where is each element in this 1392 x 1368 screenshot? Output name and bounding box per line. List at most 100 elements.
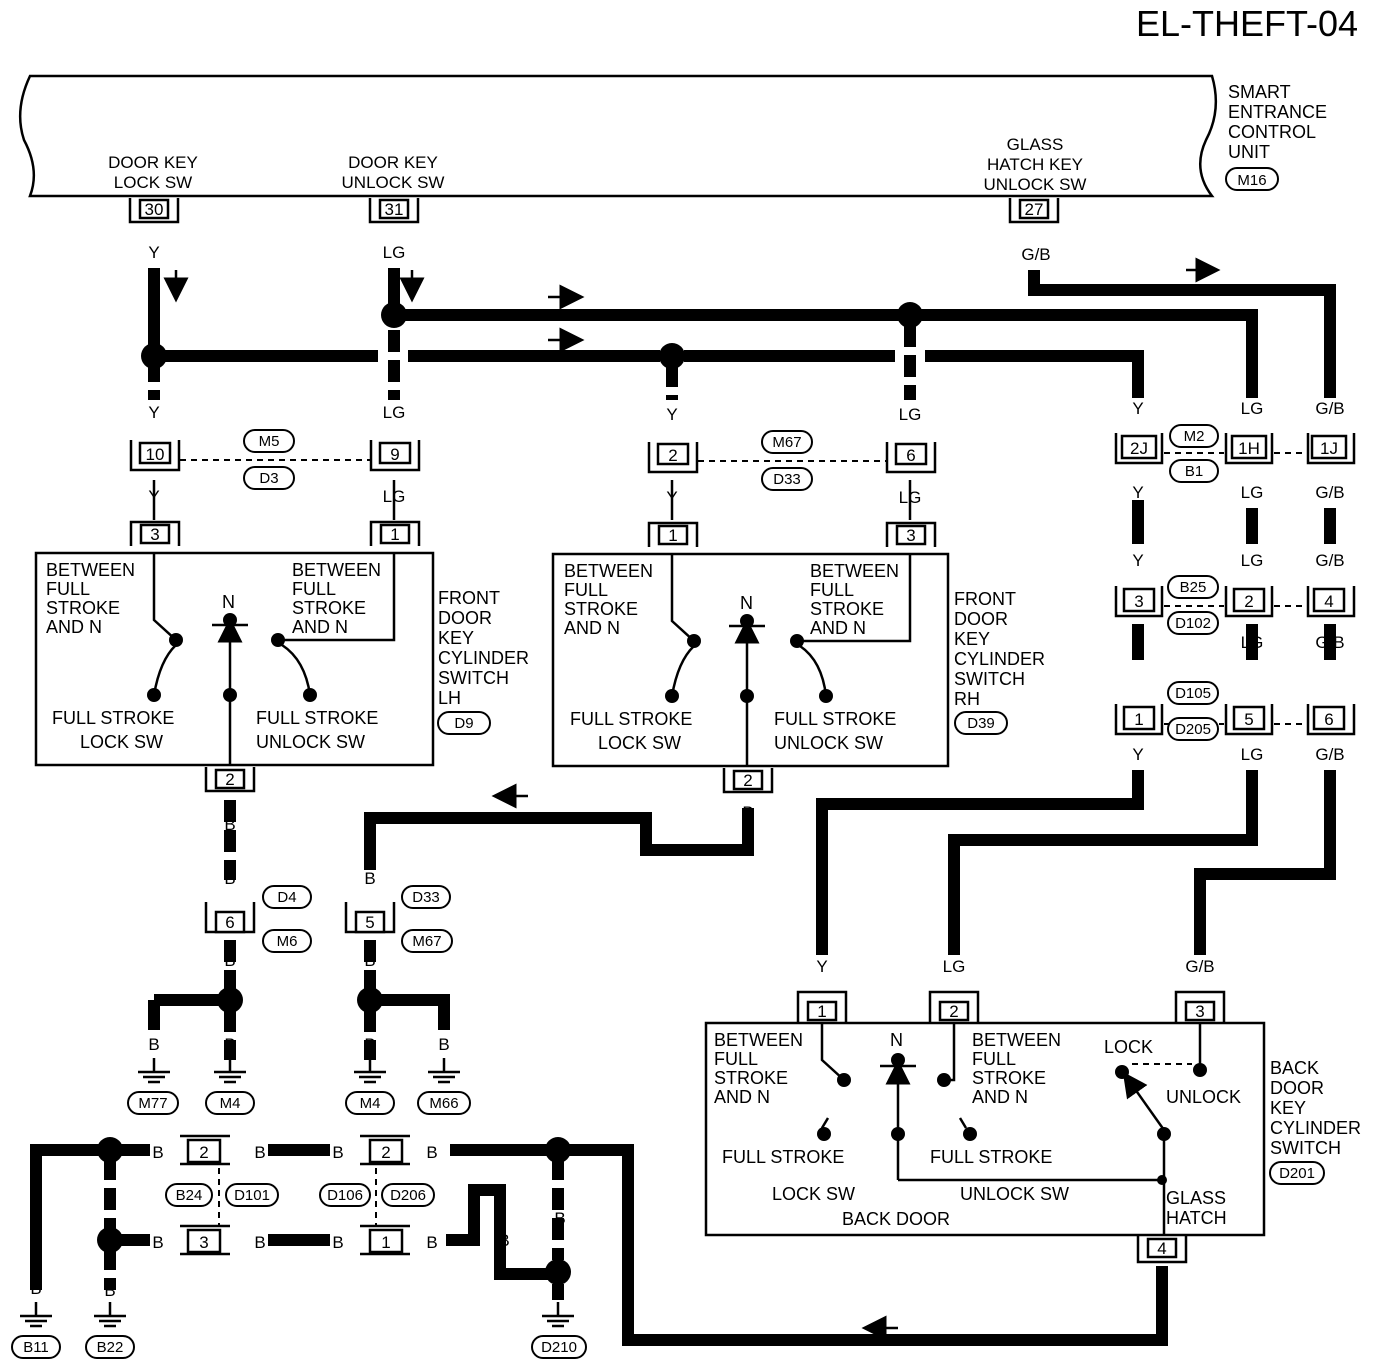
svg-text:G/B: G/B <box>1185 957 1214 976</box>
svg-text:BETWEEN: BETWEEN <box>810 561 899 581</box>
connector-m5-d3: Y LG 10 9 M5 D3 Y LG <box>129 403 421 506</box>
svg-text:D201: D201 <box>1279 1165 1315 1182</box>
svg-text:B: B <box>254 1143 265 1162</box>
svg-text:1: 1 <box>668 526 677 545</box>
svg-text:BETWEEN: BETWEEN <box>292 560 381 580</box>
svg-text:B: B <box>364 869 375 888</box>
svg-text:UNLOCK SW: UNLOCK SW <box>984 175 1087 194</box>
svg-text:2J: 2J <box>1130 439 1148 458</box>
svg-text:B24: B24 <box>176 1187 203 1204</box>
unit-pin-31: 31 <box>368 198 420 224</box>
svg-text:D9: D9 <box>454 715 473 732</box>
svg-text:3: 3 <box>1195 1002 1204 1021</box>
connector-d4-m6: B B 6 D4 M6 B B B <box>148 815 312 1054</box>
svg-text:3: 3 <box>199 1233 208 1252</box>
ground-symbol <box>20 1302 52 1328</box>
svg-text:LOCK: LOCK <box>1104 1037 1153 1057</box>
connector-d106-d206: B B 2 D106 D206 B B 1 <box>319 1134 438 1256</box>
svg-text:LG: LG <box>1241 399 1264 418</box>
svg-text:HATCH KEY: HATCH KEY <box>987 155 1083 174</box>
page-title: EL-THEFT-04 <box>1136 3 1358 44</box>
svg-text:FULL STROKE: FULL STROKE <box>52 708 174 728</box>
wire-label-y: Y <box>148 243 159 262</box>
svg-text:10: 10 <box>146 445 165 464</box>
svg-text:DOOR KEY: DOOR KEY <box>108 153 198 172</box>
svg-text:FULL: FULL <box>810 580 854 600</box>
connector-b25-d102: Y LG G/B 3 2 4 B25 D102 Y LG G/B <box>1114 551 1356 652</box>
svg-text:Y: Y <box>666 405 677 424</box>
svg-text:D205: D205 <box>1175 721 1211 738</box>
svg-text:AND N: AND N <box>46 617 102 637</box>
svg-text:CYLINDER: CYLINDER <box>438 648 529 668</box>
svg-text:AND N: AND N <box>564 618 620 638</box>
svg-text:DOOR: DOOR <box>954 609 1008 629</box>
svg-text:LG: LG <box>1241 745 1264 764</box>
svg-text:2: 2 <box>1244 592 1253 611</box>
svg-text:5: 5 <box>365 913 374 932</box>
rh-switch-name: FRONT DOOR KEY CYLINDER SWITCH RH D39 <box>954 589 1045 735</box>
svg-text:D33: D33 <box>412 889 440 906</box>
svg-text:3: 3 <box>1134 592 1143 611</box>
svg-text:9: 9 <box>390 445 399 464</box>
ground-symbol <box>138 1058 170 1084</box>
svg-text:DOOR KEY: DOOR KEY <box>348 153 438 172</box>
svg-text:CONTROL: CONTROL <box>1228 122 1316 142</box>
svg-text:LG: LG <box>899 488 922 507</box>
svg-text:G/B: G/B <box>1315 483 1344 502</box>
ground-symbol <box>542 1302 574 1328</box>
svg-text:B: B <box>30 1279 41 1298</box>
svg-text:B: B <box>224 869 235 888</box>
svg-text:1: 1 <box>390 525 399 544</box>
svg-text:LG: LG <box>383 403 406 422</box>
svg-text:N: N <box>740 593 753 613</box>
svg-text:GLASS: GLASS <box>1007 135 1064 154</box>
svg-text:FULL: FULL <box>714 1049 758 1069</box>
rh-switch: 1 3 BETWEEN FULL STROKE AND N BETWEEN FU… <box>551 521 950 822</box>
svg-text:CYLINDER: CYLINDER <box>954 649 1045 669</box>
svg-text:D210: D210 <box>541 1339 577 1356</box>
svg-text:UNLOCK SW: UNLOCK SW <box>960 1184 1069 1204</box>
ground-symbol <box>214 1058 246 1084</box>
svg-text:G/B: G/B <box>1315 551 1344 570</box>
svg-text:2: 2 <box>225 770 234 789</box>
svg-text:B25: B25 <box>1180 579 1207 596</box>
svg-text:LG: LG <box>1241 483 1264 502</box>
svg-text:D105: D105 <box>1175 685 1211 702</box>
svg-text:Y: Y <box>1132 483 1143 502</box>
svg-text:STROKE: STROKE <box>564 599 638 619</box>
svg-text:HATCH: HATCH <box>1166 1208 1227 1228</box>
svg-text:UNLOCK SW: UNLOCK SW <box>256 732 365 752</box>
svg-text:STROKE: STROKE <box>972 1068 1046 1088</box>
svg-text:B: B <box>224 951 235 970</box>
svg-text:B22: B22 <box>97 1339 124 1356</box>
svg-text:STROKE: STROKE <box>810 599 884 619</box>
svg-text:Y: Y <box>148 487 159 506</box>
svg-text:B: B <box>742 803 753 822</box>
svg-text:Y: Y <box>1132 745 1143 764</box>
svg-text:B: B <box>224 815 235 834</box>
svg-text:30: 30 <box>145 200 164 219</box>
svg-text:FULL STROKE: FULL STROKE <box>930 1147 1052 1167</box>
svg-text:G/B: G/B <box>1315 745 1344 764</box>
svg-text:N: N <box>222 592 235 612</box>
connector-d105-d205: 1 5 6 D105 D205 Y LG G/B <box>1114 681 1356 764</box>
svg-text:CYLINDER: CYLINDER <box>1270 1118 1361 1138</box>
svg-text:Y: Y <box>1132 633 1143 652</box>
svg-text:M4: M4 <box>360 1095 381 1112</box>
wires <box>30 268 1336 1346</box>
ground-symbol <box>94 1302 126 1328</box>
svg-text:Y: Y <box>816 957 827 976</box>
svg-text:M77: M77 <box>138 1095 167 1112</box>
svg-text:FULL: FULL <box>46 579 90 599</box>
svg-text:D39: D39 <box>967 715 995 732</box>
svg-text:FULL: FULL <box>292 579 336 599</box>
svg-text:B: B <box>254 1233 265 1252</box>
svg-text:KEY: KEY <box>1270 1098 1306 1118</box>
svg-text:B: B <box>426 1143 437 1162</box>
svg-text:M5: M5 <box>259 433 280 450</box>
svg-text:5: 5 <box>1244 710 1253 729</box>
svg-text:FRONT: FRONT <box>954 589 1016 609</box>
ground-symbol <box>428 1058 460 1084</box>
svg-text:B: B <box>224 1035 235 1054</box>
